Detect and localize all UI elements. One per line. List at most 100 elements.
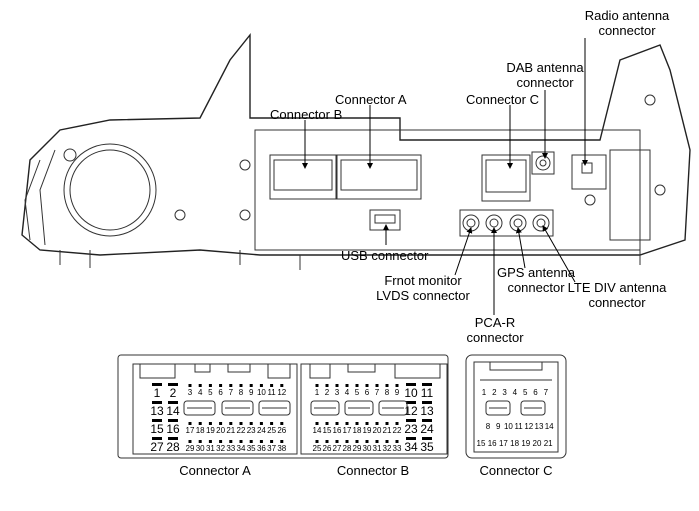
pin-marker [152,437,162,440]
pin-number: 28 [343,444,352,453]
pin-marker [355,384,359,387]
pin-number: 26 [277,426,286,435]
pin-number: 5 [355,388,360,397]
pin-marker [208,440,212,443]
pin-number: 15 [150,422,164,436]
pin-marker [280,384,284,387]
pin-number: 4 [513,388,518,397]
pin-marker [188,422,192,425]
pin-marker [239,440,243,443]
pin-marker [219,440,223,443]
pin-number: 7 [375,388,380,397]
caption-connector-a: Connector A [179,463,251,478]
pin-number: 31 [373,444,382,453]
pin-marker [406,419,416,422]
pin-number: 15 [477,439,486,448]
pin-marker [406,437,416,440]
pin-marker [365,422,369,425]
pin-number: 13 [420,404,434,418]
pin-number: 6 [533,388,538,397]
pin-number: 2 [170,386,177,400]
pin-number: 14 [166,404,180,418]
pin-number: 34 [237,444,246,453]
pin-number: 33 [226,444,235,453]
label-front-monitor-2: LVDS connector [376,288,470,303]
pin-number: 10 [257,388,266,397]
pinout-frames [117,354,567,459]
pin-number: 16 [488,439,497,448]
round-antenna-sockets [459,209,554,237]
label-radio-2: connector [598,23,656,38]
latch [378,400,408,416]
label-dab-2: connector [516,75,574,90]
pin-number: 6 [365,388,370,397]
pin-number: 2 [325,388,330,397]
pin-number: 5 [208,388,213,397]
pin-number: 25 [267,426,276,435]
pin-marker [249,440,253,443]
pin-number: 7 [229,388,234,397]
pin-marker [355,422,359,425]
label-radio-1: Radio antenna [585,8,670,23]
pin-number: 11 [267,388,276,397]
label-front-monitor-1: Frnot monitor [384,273,462,288]
pin-number: 32 [216,444,225,453]
pin-marker [280,440,284,443]
latch [485,400,511,416]
pin-marker [335,422,339,425]
pin-number: 13 [535,422,544,431]
pin-number: 20 [373,426,382,435]
pin-number: 17 [343,426,352,435]
pin-marker [168,419,178,422]
connector-a-socket [336,154,422,200]
pin-marker [280,422,284,425]
pin-number: 4 [345,388,350,397]
pin-marker [188,384,192,387]
pin-marker [395,422,399,425]
pin-number: 30 [196,444,205,453]
pin-marker [239,422,243,425]
pin-marker [395,440,399,443]
pin-marker [208,384,212,387]
pin-marker [385,440,389,443]
pin-number: 16 [333,426,342,435]
pin-number: 23 [404,422,418,436]
latch [183,400,216,416]
latch [310,400,340,416]
pin-number: 8 [385,388,390,397]
pin-marker [325,422,329,425]
pin-marker [259,422,263,425]
pin-marker [152,401,162,404]
pin-number: 19 [363,426,372,435]
pin-marker [188,440,192,443]
radio-antenna-socket [571,154,607,206]
pin-number: 19 [521,439,530,448]
pin-number: 10 [404,386,418,400]
pin-marker [229,384,233,387]
pin-marker [249,384,253,387]
pin-marker [375,440,379,443]
pin-marker [259,384,263,387]
pin-number: 32 [383,444,392,453]
pin-number: 8 [239,388,244,397]
pin-marker [152,383,162,386]
pin-marker [335,440,339,443]
pin-number: 14 [313,426,322,435]
pin-marker [345,384,349,387]
label-connector-a: Connector A [335,92,407,107]
pin-number: 25 [313,444,322,453]
latch [520,400,546,416]
pin-number: 18 [196,426,205,435]
pin-number: 23 [247,426,256,435]
pin-marker [422,383,432,386]
pin-marker [270,422,274,425]
pin-marker [385,422,389,425]
pin-number: 12 [277,388,286,397]
pin-marker [315,384,319,387]
pin-marker [270,384,274,387]
latch [344,400,374,416]
label-pca-r-1: PCA-R [475,315,515,330]
pin-marker [315,440,319,443]
pin-marker [168,401,178,404]
